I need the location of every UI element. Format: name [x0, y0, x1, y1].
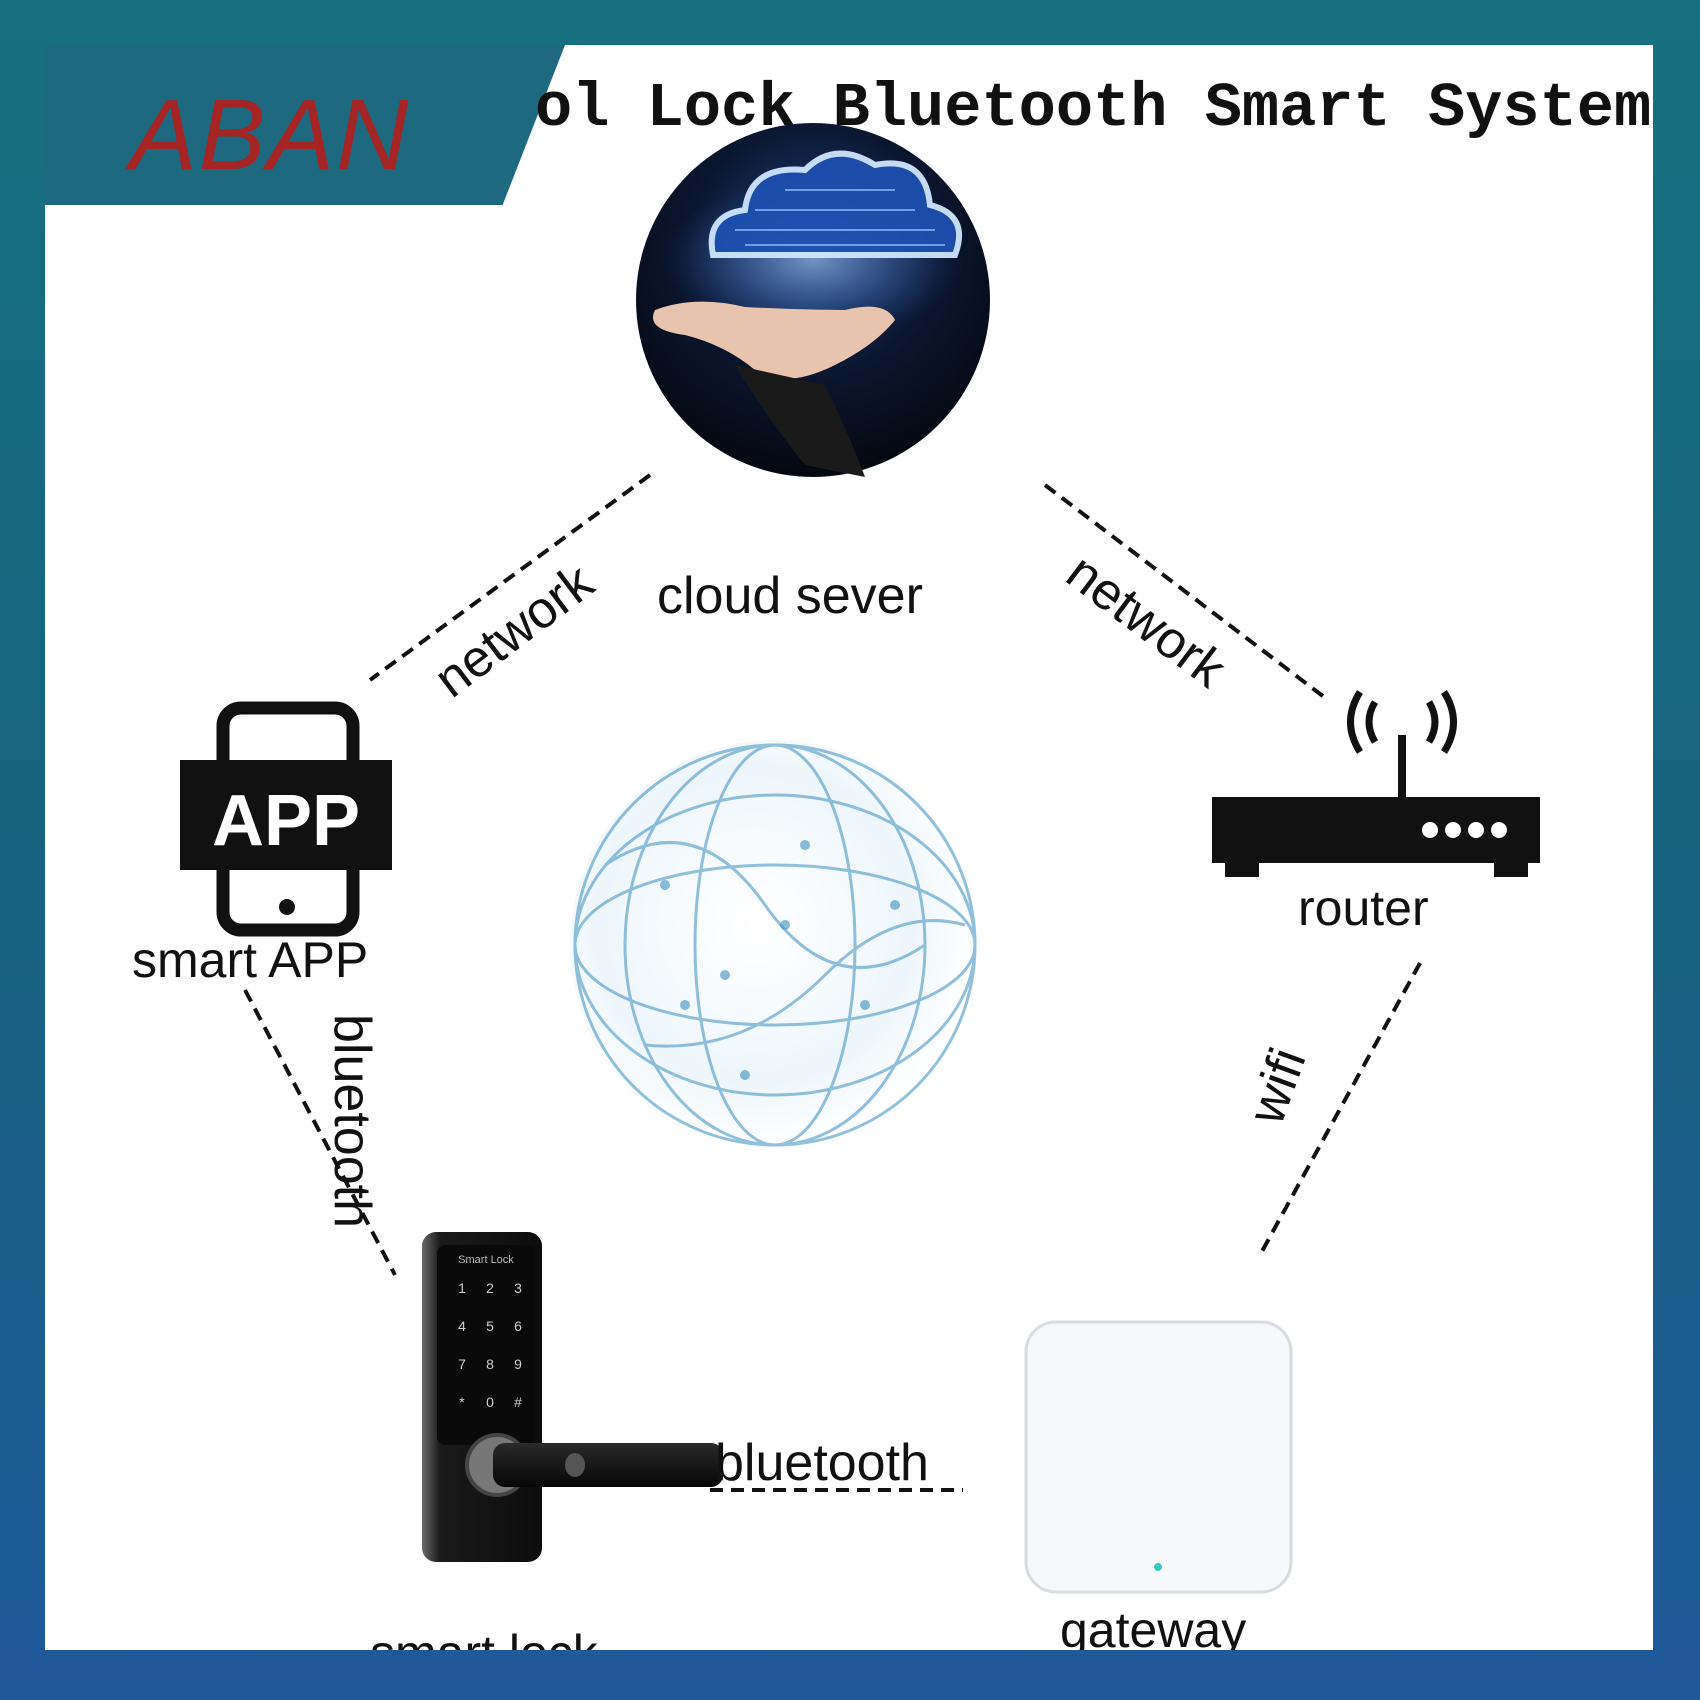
keypad-key: 6	[514, 1318, 522, 1334]
keypad-key: *	[459, 1394, 465, 1410]
phone-app-icon: APP	[180, 701, 392, 937]
keypad-key: 9	[514, 1356, 522, 1372]
app-badge-text: APP	[212, 781, 360, 861]
keypad-key: 1	[458, 1280, 466, 1296]
smart-lock-label: smart lock	[370, 1628, 598, 1650]
smart-lock-icon: Smart Lock 1 2 3 4 5 6 7 8 9 * 0 #	[422, 1232, 723, 1562]
brand-logo: ABAN	[130, 79, 411, 191]
cloud-server-label: cloud sever	[657, 567, 923, 625]
network-globe-icon	[570, 740, 980, 1150]
link-label-app-lock: bluetooth	[322, 1014, 381, 1228]
link-lines	[243, 473, 1422, 1492]
link-label-lock-gateway: bluetooth	[715, 1434, 929, 1492]
gateway-device-icon	[1024, 1320, 1293, 1594]
keypad-key: 7	[458, 1356, 466, 1372]
cloud-server-icon	[636, 123, 990, 477]
smart-app-label: smart APP	[132, 932, 369, 988]
keypad-key: 0	[486, 1394, 494, 1410]
diagram-canvas: ABAN ol Lock Bluetooth Smart System	[45, 45, 1653, 1650]
gateway-label: gateway	[1060, 1602, 1247, 1650]
lock-brand-text: Smart Lock	[458, 1254, 514, 1266]
keypad-key: 5	[486, 1318, 494, 1334]
keypad-key: 2	[486, 1280, 494, 1296]
keypad-key: 3	[514, 1280, 522, 1296]
router-icon	[1212, 690, 1540, 877]
keypad-key: 8	[486, 1356, 494, 1372]
keypad-key: 4	[458, 1318, 466, 1334]
brand-tab	[45, 45, 565, 205]
diagram-graphics: APP	[180, 123, 1540, 1594]
keypad-key: #	[514, 1394, 522, 1410]
router-label: router	[1298, 880, 1429, 936]
page-title: ol Lock Bluetooth Smart System	[535, 75, 1652, 144]
